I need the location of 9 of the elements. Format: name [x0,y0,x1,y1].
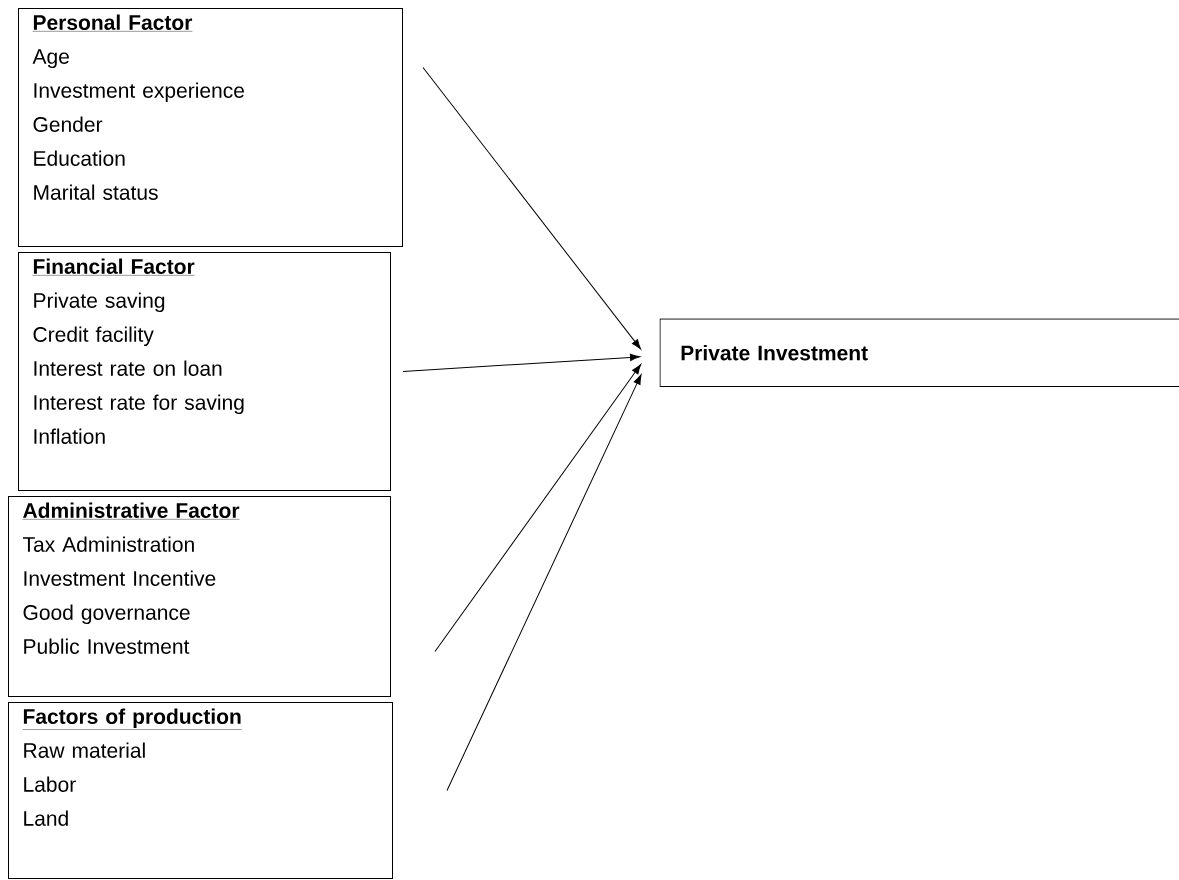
factor-box: Factors of production Raw material Labor Land [8,702,393,879]
factor-box: Financial Factor Private saving Credit facility Interest rate on loan Interest rate for saving Inflation [18,252,391,491]
arrow [446,374,642,791]
result-box: Private Investment [659,318,1179,387]
arrow [402,353,641,372]
arrow [422,67,642,350]
factor-box: Administrative Factor Tax Administration Investment Incentive Good governance Public Investment [8,496,391,697]
arrow [434,364,642,652]
factor-box: Personal Factor Age Investment experience Gender Education Marital status [18,8,403,247]
